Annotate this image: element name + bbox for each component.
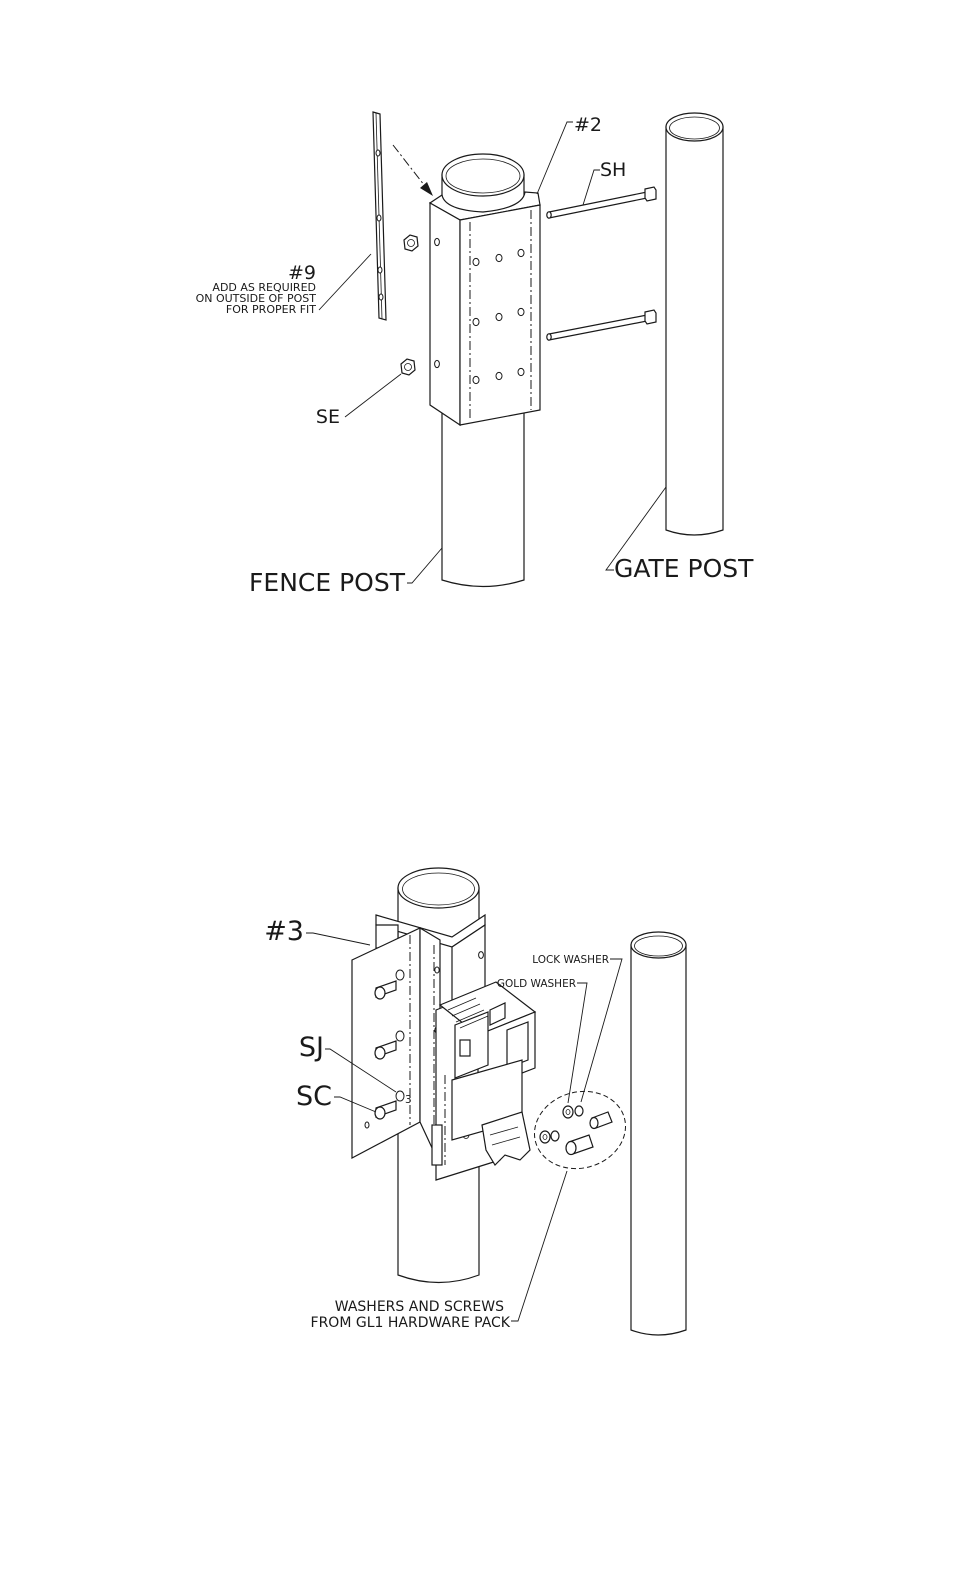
note9-line3: FOR PROPER FIT [226, 303, 316, 316]
label-part3: #3 [264, 916, 304, 947]
bottom-figure: #3 SJ SC 3 LOCK WASHER GOLD WASHER WASHE… [264, 867, 687, 1336]
assembly-arrow [392, 144, 433, 196]
label-sj: SJ [299, 1032, 324, 1063]
label-sh: SH [600, 159, 626, 181]
label-gate-post: GATE POST [614, 554, 754, 583]
nut-upper [403, 234, 419, 252]
gate-lock-body [431, 981, 537, 1181]
note9-line1: ADD AS REQUIRED [212, 281, 316, 294]
label-part2: #2 [574, 114, 602, 136]
label-lock-washer: LOCK WASHER [532, 954, 609, 966]
screw-upper [374, 980, 397, 1000]
top-figure: #2 SH #9 ADD AS REQUIRED ON OUTSIDE OF P… [196, 111, 754, 597]
hardware-note-line2: FROM GL1 HARDWARE PACK [311, 1315, 511, 1331]
nut-lower [400, 358, 416, 376]
label-sc: SC [296, 1081, 332, 1112]
bolt-lower [546, 309, 657, 341]
hardware-pack-group [533, 1090, 627, 1170]
screw-lower [374, 1100, 397, 1120]
spacer-bar-part9 [372, 111, 387, 321]
hardware-note-line1: WASHERS AND SCREWS [335, 1299, 504, 1315]
gate-post-bottom [630, 931, 687, 1336]
gate-post-top [665, 112, 724, 536]
screw-middle [374, 1040, 397, 1060]
label-fence-post: FENCE POST [249, 568, 406, 597]
bracket-part3 [351, 913, 486, 1166]
bracket-part2 [428, 191, 541, 427]
label-gold-washer: GOLD WASHER [497, 978, 576, 990]
bolt-upper [546, 186, 657, 219]
label-se: SE [316, 406, 340, 428]
note9-line2: ON OUTSIDE OF POST [196, 292, 317, 305]
label-part9: #9 [288, 262, 316, 284]
bracket-mark: 3 [405, 1094, 412, 1106]
